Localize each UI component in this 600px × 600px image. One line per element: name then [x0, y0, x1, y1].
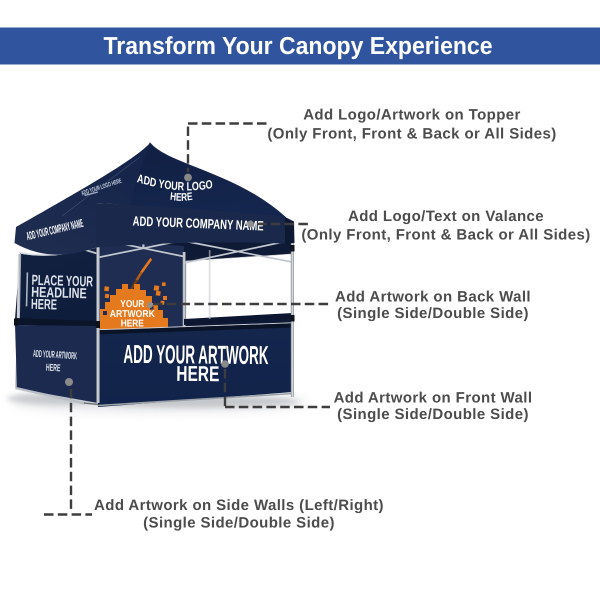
svg-text:Add Artwork on Back Wall: Add Artwork on Back Wall: [335, 289, 531, 306]
svg-text:HERE: HERE: [121, 319, 144, 330]
svg-text:Add Artwork on Front Wall: Add Artwork on Front Wall: [334, 390, 533, 407]
svg-text:Add Artwork on Side Walls (Lef: Add Artwork on Side Walls (Left/Right): [94, 497, 384, 514]
svg-text:HERE: HERE: [170, 191, 193, 204]
svg-text:HEADLINE: HEADLINE: [31, 285, 87, 302]
svg-text:HERE: HERE: [31, 297, 58, 314]
svg-text:HERE: HERE: [176, 362, 219, 386]
svg-text:ADD YOUR COMPANY NAME: ADD YOUR COMPANY NAME: [132, 213, 263, 233]
svg-text:ADD YOUR ARTWORK: ADD YOUR ARTWORK: [33, 349, 78, 363]
svg-text:ARTWORK: ARTWORK: [110, 309, 156, 320]
svg-text:(Only Front, Front & Back or A: (Only Front, Front & Back or All Sides): [301, 227, 590, 244]
svg-text:(Only Front, Front & Back or A: (Only Front, Front & Back or All Sides): [267, 126, 556, 143]
svg-text:ADD YOUR ARTWORK: ADD YOUR ARTWORK: [123, 339, 268, 370]
svg-text:Add Logo/Artwork on Topper: Add Logo/Artwork on Topper: [303, 107, 521, 124]
svg-text:Add Logo/Text on Valance: Add Logo/Text on Valance: [348, 208, 544, 225]
svg-text:PLACE YOUR: PLACE YOUR: [31, 273, 93, 291]
svg-text:(Single Side/Double Side): (Single Side/Double Side): [143, 515, 335, 532]
svg-text:(Single Side/Double Side): (Single Side/Double Side): [337, 406, 529, 423]
svg-text:Transform Your Canopy Experien: Transform Your Canopy Experience: [104, 33, 493, 60]
svg-text:YOUR: YOUR: [120, 299, 145, 310]
svg-text:(Single Side/Double Side): (Single Side/Double Side): [337, 305, 529, 322]
svg-text:HERE: HERE: [46, 362, 61, 374]
